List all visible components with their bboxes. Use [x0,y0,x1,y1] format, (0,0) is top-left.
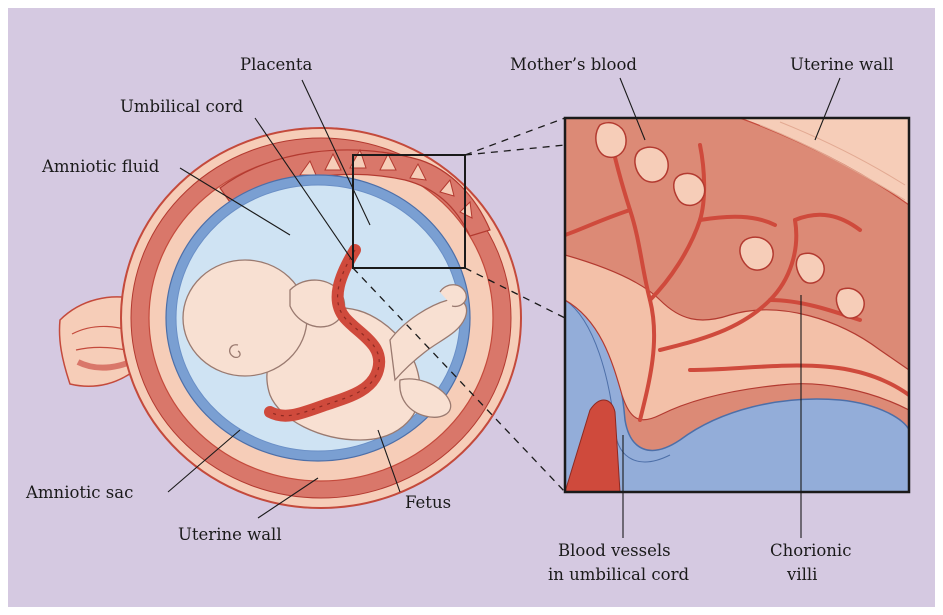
label-blood-vessels-line2: in umbilical cord [548,565,689,584]
label-uterine-wall-right: Uterine wall [790,55,894,74]
label-placenta: Placenta [240,55,312,74]
label-amniotic-fluid: Amniotic fluid [41,157,160,176]
label-chorionic-line1: Chorionic [770,541,851,560]
label-mothers-blood: Mother’s blood [510,55,637,74]
placenta-inset [565,118,909,492]
label-uterine-wall-left: Uterine wall [178,525,282,544]
label-chorionic-line2: villi [786,565,817,584]
fetus-head [183,260,307,376]
label-amniotic-sac: Amniotic sac [25,483,133,502]
label-fetus: Fetus [405,493,451,512]
label-umbilical-cord: Umbilical cord [120,97,244,116]
label-blood-vessels-line1: Blood vessels [558,541,671,560]
